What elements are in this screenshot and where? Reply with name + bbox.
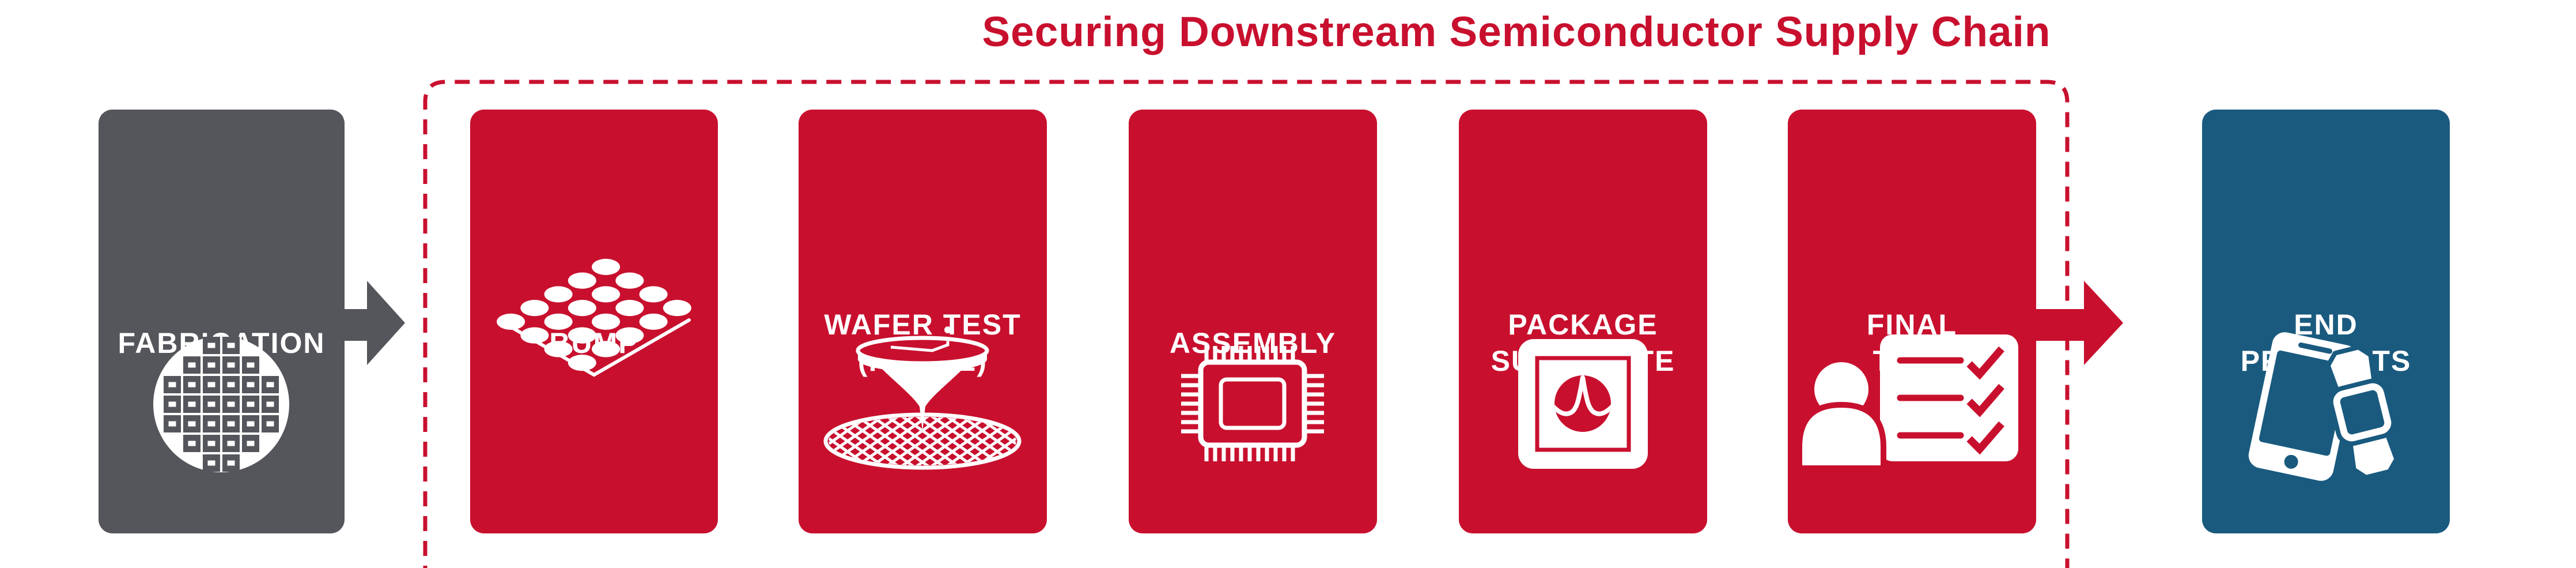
step-box-bump: BUMP	[470, 110, 718, 533]
phone-watch-icon	[2248, 332, 2399, 481]
step-label: ASSEMBLY	[1169, 326, 1337, 359]
arrow-final-test-to-end-products	[2033, 281, 2123, 365]
arrow-fabrication-to-bump	[344, 281, 405, 365]
smartwatch-shape	[2325, 345, 2399, 480]
bump-array-icon	[497, 258, 691, 377]
wafer-probe-icon	[823, 326, 1022, 470]
wafer-icon	[153, 336, 289, 472]
step-box-package-substrate: PACKAGE SUBSTRATE	[1459, 110, 1707, 533]
step-box-wafer-test: WAFER TEST (PROBE)	[799, 110, 1047, 533]
step-box-assembly: ASSEMBLY	[1129, 110, 1377, 533]
chip-icon	[1181, 346, 1324, 461]
step-box-end-products: END PRODUCTS	[2202, 110, 2450, 533]
page-title: Securing Downstream Semiconductor Supply…	[982, 9, 2051, 55]
package-substrate-icon	[1518, 339, 1648, 469]
checklist-person-icon	[1796, 334, 2018, 471]
step-box-final-test: FINAL TEST	[1788, 110, 2036, 533]
step-box-fabrication: FABRICATION	[99, 110, 345, 533]
